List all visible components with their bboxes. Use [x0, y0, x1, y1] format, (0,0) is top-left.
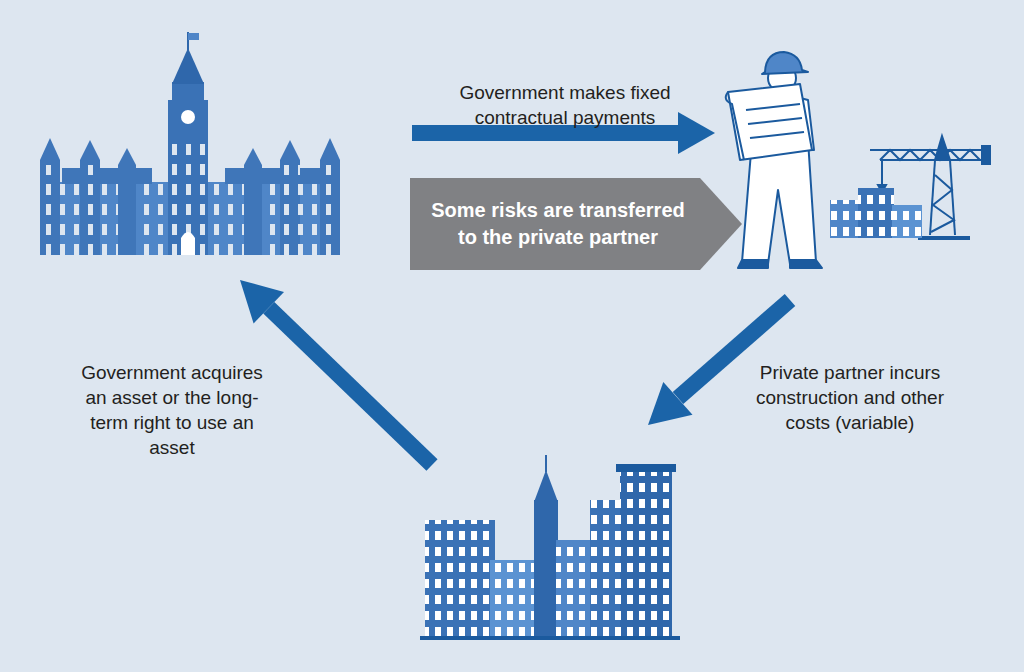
flow-label: Government acquires an asset or the long…: [72, 360, 272, 460]
flow-label: Private partner incurs construction and …: [755, 360, 945, 435]
flow-label: Government makes fixed contractual payme…: [420, 80, 710, 130]
parliament-building: [40, 32, 340, 255]
arrow-text: Some risks are transferred to the privat…: [422, 197, 694, 251]
risk-arrow: Some risks are transferred to the privat…: [410, 178, 742, 270]
city-buildings: [420, 455, 680, 640]
construction-worker: [726, 52, 822, 268]
flow-arrow: [240, 280, 432, 465]
arrow-fill: [410, 178, 742, 270]
arrow-shape: [410, 178, 742, 270]
small-buildings: [830, 188, 922, 238]
